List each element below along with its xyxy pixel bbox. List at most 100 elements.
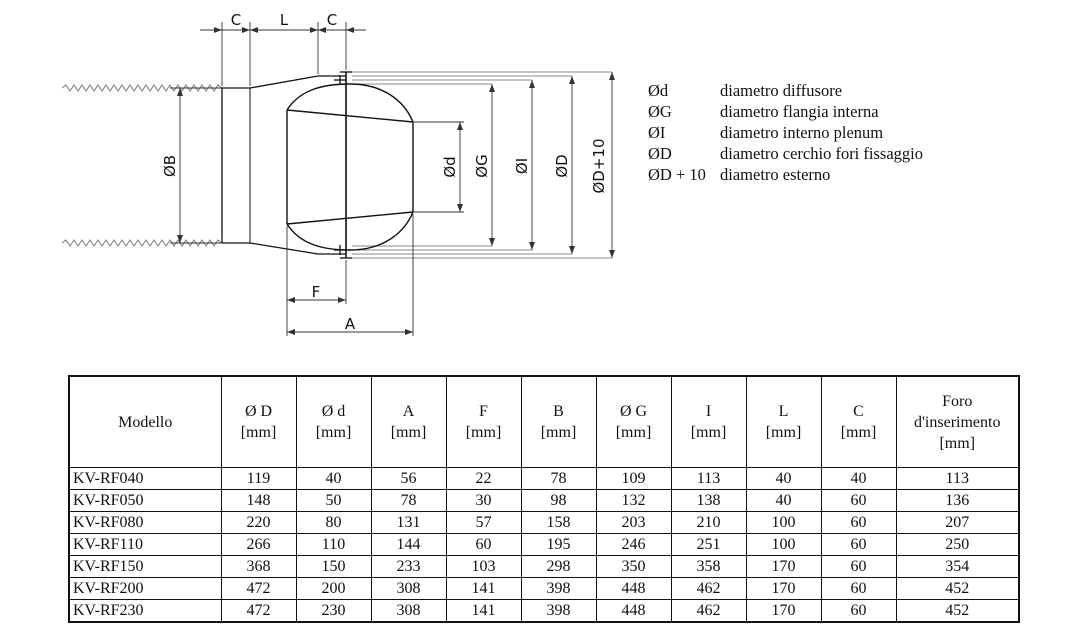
column-header-text: L [778,403,789,420]
model-name-cell: KV-RF230 [68,599,222,623]
value-cell: 113 [895,467,1020,490]
value-cell: 80 [295,511,372,534]
model-name-cell: KV-RF200 [68,577,222,600]
legend-symbol: ØD + 10 [648,165,706,184]
dim-label-b: ØB [161,155,179,177]
value-cell: 60 [820,533,897,556]
value-cell: 109 [595,467,672,490]
dim-label-g: ØG [473,154,491,177]
dim-label-a: A [345,315,356,333]
value-cell: 233 [370,555,447,578]
value-cell: 448 [595,599,672,623]
column-header: Ø d[mm] [295,375,372,468]
column-header-text: [mm] [540,424,577,441]
value-cell: 60 [820,577,897,600]
legend-description: diametro flangia interna [720,102,879,121]
column-header-text: Ø D [244,403,273,420]
value-cell: 136 [895,489,1020,512]
legend-row: ØD + 10 diametro esterno [648,164,923,185]
column-header-text: I [705,403,712,420]
value-cell: 308 [370,577,447,600]
column-header-text: [mm] [615,424,652,441]
model-name-cell: KV-RF150 [68,555,222,578]
legend-row: ØD diametro cerchio fori fissaggio [648,143,923,164]
value-cell: 40 [745,489,822,512]
model-name-cell: KV-RF080 [68,511,222,534]
value-cell: 40 [295,467,372,490]
column-header-text: Modello [118,413,173,431]
value-cell: 60 [820,489,897,512]
column-header: Ø G[mm] [595,375,672,468]
value-cell: 462 [670,599,747,623]
dim-label-dd: ØD [553,154,571,177]
value-cell: 472 [220,577,297,600]
model-name-cell: KV-RF050 [68,489,222,512]
value-cell: 103 [445,555,522,578]
plenum-extension-lines [352,71,612,259]
column-header-text: A [402,403,415,420]
column-header: I[mm] [670,375,747,468]
value-cell: 448 [595,577,672,600]
value-cell: 472 [220,599,297,623]
column-header-text: [mm] [465,424,502,441]
column-header: A[mm] [370,375,447,468]
value-cell: 78 [520,467,597,490]
column-header-text: [mm] [840,424,877,441]
legend-description: diametro interno plenum [720,123,884,142]
value-cell: 50 [295,489,372,512]
model-name-cell: KV-RF040 [68,467,222,490]
value-cell: 110 [295,533,372,556]
dimension-lines [170,22,613,336]
value-cell: 141 [445,577,522,600]
value-cell: 56 [370,467,447,490]
diffuser-ball [286,83,414,251]
column-header-text: [mm] [240,424,277,441]
dimension-labels: C L C ØB Ød ØG ØI ØD ØD+10 F A [161,11,608,333]
value-cell: 22 [445,467,522,490]
value-cell: 100 [745,533,822,556]
value-cell: 170 [745,577,822,600]
value-cell: 170 [745,599,822,623]
dimension-arrows [177,27,615,335]
column-header-text: F [479,403,488,420]
value-cell: 195 [520,533,597,556]
legend-symbol: ØG [648,102,672,121]
value-cell: 60 [820,555,897,578]
value-cell: 200 [295,577,372,600]
value-cell: 266 [220,533,297,556]
value-cell: 132 [595,489,672,512]
value-cell: 220 [220,511,297,534]
value-cell: 144 [370,533,447,556]
dim-label-i: ØI [513,158,531,174]
dim-label-d: Ød [441,156,459,177]
dim-label-c-right: C [327,11,337,29]
value-cell: 358 [670,555,747,578]
value-cell: 148 [220,489,297,512]
break-lines [61,84,223,247]
value-cell: 60 [820,599,897,623]
value-cell: 354 [895,555,1020,578]
legend-description: diametro diffusore [720,81,843,100]
legend-row: Ød diametro diffusore [648,80,923,101]
column-header-text: Foro [942,392,973,410]
value-cell: 119 [220,467,297,490]
column-header: B[mm] [520,375,597,468]
value-cell: 98 [520,489,597,512]
value-cell: 462 [670,577,747,600]
value-cell: 398 [520,599,597,623]
column-header: C[mm] [820,375,897,468]
legend-description: diametro cerchio fori fissaggio [720,144,923,163]
dim-label-d10: ØD+10 [590,138,608,193]
value-cell: 246 [595,533,672,556]
value-cell: 57 [445,511,522,534]
value-cell: 350 [595,555,672,578]
legend-symbol: Ød [648,81,669,100]
